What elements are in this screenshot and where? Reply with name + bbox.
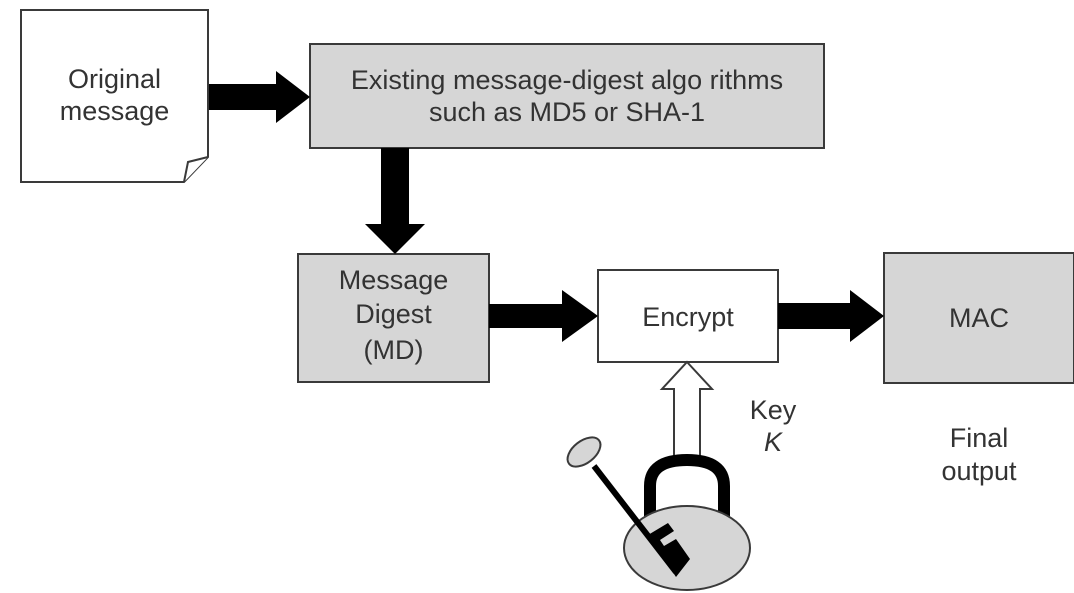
key-lock-icon — [566, 436, 751, 591]
message-digest-label-line1: Message — [338, 265, 449, 295]
arrow-encrypt-to-mac — [778, 290, 884, 342]
mac-label: MAC — [949, 303, 1009, 333]
key-label-line2: K — [763, 427, 782, 457]
mac-box — [883, 252, 1074, 384]
message-digest-box — [297, 253, 490, 383]
original-message-document — [20, 9, 209, 183]
key-label-line1: Key — [749, 395, 797, 425]
encrypt-box — [597, 269, 779, 363]
arrow-message-to-algorithms — [209, 71, 310, 123]
message-digest-label-line3: (MD) — [363, 335, 424, 365]
final-output-label-line2: output — [941, 456, 1017, 486]
original-message-label-line1: Original — [67, 64, 162, 94]
final-output-label-line1: Final — [949, 423, 1009, 453]
arrow-key-to-encrypt — [659, 360, 715, 460]
digest-algorithms-label-line1: Existing message-digest algo rithms — [350, 65, 784, 95]
arrow-algorithms-to-digest — [365, 148, 425, 254]
encrypt-label: Encrypt — [642, 302, 734, 332]
arrow-digest-to-encrypt — [489, 290, 598, 342]
digest-algorithms-label-line2: such as MD5 or SHA-1 — [428, 97, 706, 127]
original-message-label-line2: message — [59, 96, 170, 126]
message-digest-label-line2: Digest — [355, 299, 432, 329]
digest-algorithms-box — [309, 43, 825, 149]
